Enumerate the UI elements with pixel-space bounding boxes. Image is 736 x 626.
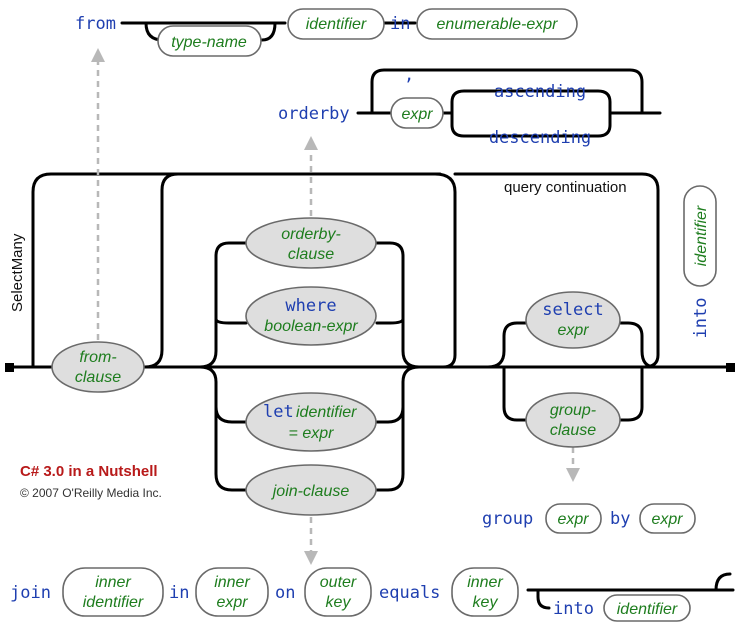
on-keyword: on: [275, 583, 295, 603]
into-join-keyword: into: [553, 599, 594, 619]
into-vertical-keyword: into: [691, 298, 711, 339]
svg-text:clause: clause: [550, 422, 596, 439]
svg-text:clause: clause: [75, 369, 121, 386]
in-join-keyword: in: [169, 583, 189, 603]
svg-text:inner: inner: [467, 574, 503, 591]
enumerable-expr-node: [416, 8, 578, 40]
expansion-arrows: [91, 48, 580, 565]
expr-group-node: [545, 503, 602, 534]
svg-text:where: where: [285, 296, 336, 316]
svg-text:boolean-expr: boolean-expr: [264, 318, 358, 335]
credit-title: C# 3.0 in a Nutshell: [20, 463, 158, 480]
svg-text:group-: group-: [550, 402, 596, 419]
svg-text:identifier: identifier: [83, 594, 144, 611]
ascending-keyword: ascending: [494, 82, 586, 102]
inner-identifier-node: [62, 567, 164, 617]
by-keyword: by: [610, 509, 630, 529]
identifier-label: identifier: [306, 16, 367, 33]
svg-text:let: let: [263, 402, 294, 422]
inner-expr-node: [195, 567, 269, 617]
book-credit: C# 3.0 in a Nutshell © 2007 O'Reilly Med…: [20, 463, 162, 500]
equals-keyword: equals: [379, 583, 440, 603]
orderby-syntax-line: orderby , expr ascending descending: [278, 65, 662, 148]
query-continuation-label: query continuation: [504, 179, 627, 196]
identifier-vertical-node: [683, 185, 717, 287]
group-keyword: group: [482, 509, 533, 529]
identifier-node: [287, 8, 385, 40]
expr-label: expr: [401, 106, 433, 123]
svg-text:join-clause: join-clause: [271, 483, 350, 500]
select-clause-node: select expr: [525, 291, 621, 349]
svg-text:inner: inner: [214, 574, 250, 591]
let-clause-node: let identifier = expr: [245, 392, 377, 452]
credit-copyright: © 2007 O'Reilly Media Inc.: [20, 486, 162, 500]
svg-text:= expr: = expr: [289, 425, 335, 442]
group-clause-node: group- clause: [525, 392, 621, 448]
svg-text:expr: expr: [557, 322, 589, 339]
svg-text:select: select: [542, 300, 603, 320]
from-clause-node: from- clause: [51, 341, 145, 393]
group-by-line: group expr by expr: [482, 503, 696, 534]
expr-node: [390, 97, 444, 129]
expr-by-node: [639, 503, 696, 534]
orderby-clause-node: orderby- clause: [245, 217, 377, 269]
svg-text:expr: expr: [216, 594, 248, 611]
from-syntax-line: from type-name identifier in enumerable-…: [75, 8, 578, 57]
inner-key-node: [451, 567, 519, 617]
select-many-label: SelectMany: [9, 233, 26, 312]
query-tracks: [5, 172, 735, 492]
expr-by-label: expr: [651, 511, 683, 528]
type-name-node: [157, 25, 262, 57]
svg-text:clause: clause: [288, 246, 334, 263]
identifier-join-node: [603, 594, 691, 622]
expr-group-label: expr: [557, 511, 589, 528]
svg-text:identifier: identifier: [296, 404, 357, 421]
svg-text:from-: from-: [79, 349, 116, 366]
type-name-label: type-name: [171, 34, 247, 51]
outer-key-node: [304, 567, 372, 617]
svg-text:inner: inner: [95, 574, 131, 591]
where-clause-node: where boolean-expr: [245, 286, 377, 346]
svg-text:key: key: [326, 594, 352, 611]
identifier-join-label: identifier: [617, 601, 678, 618]
join-clause-node: join-clause: [245, 464, 377, 516]
svg-text:key: key: [473, 594, 499, 611]
join-keyword: join: [10, 583, 51, 603]
svg-text:outer: outer: [320, 574, 357, 591]
comma-keyword: ,: [404, 65, 414, 85]
in-keyword: in: [390, 14, 410, 34]
into-identifier-vertical: identifier into: [683, 185, 717, 339]
descending-keyword: descending: [489, 128, 591, 148]
identifier-vertical-label: identifier: [693, 205, 710, 266]
orderby-keyword: orderby: [278, 104, 350, 124]
enumerable-expr-label: enumerable-expr: [437, 16, 559, 33]
svg-text:orderby-: orderby-: [281, 226, 341, 243]
join-syntax-line: join inner identifier in inner expr on o…: [10, 567, 735, 622]
from-keyword: from: [75, 14, 116, 34]
